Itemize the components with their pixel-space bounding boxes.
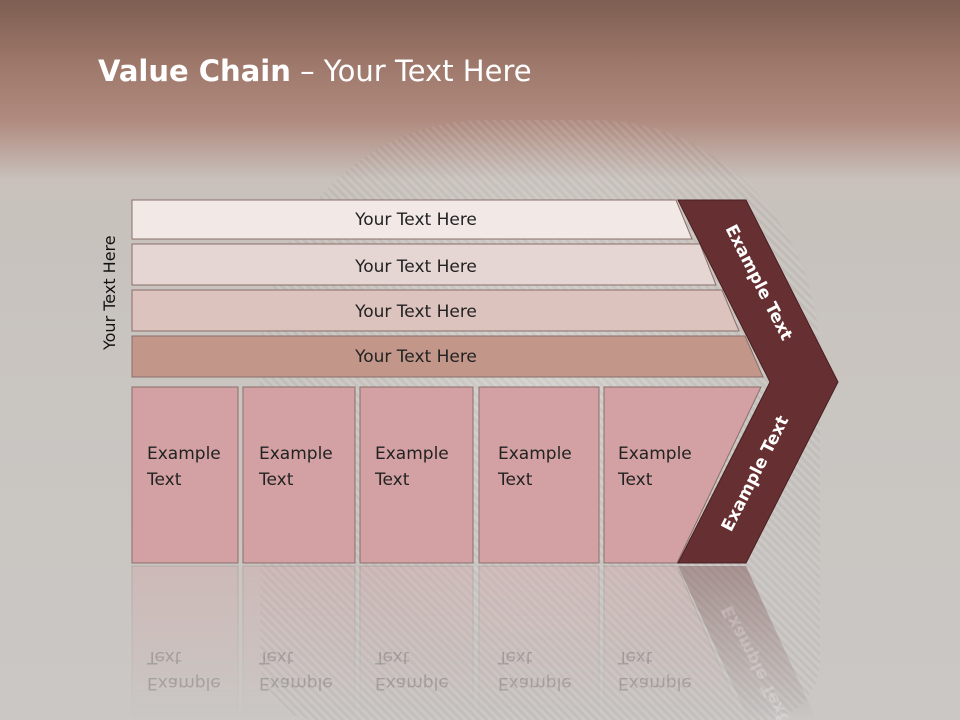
primary-column-1-line2: Text xyxy=(146,470,182,490)
svg-text:Text: Text xyxy=(146,647,182,667)
support-row-3 xyxy=(131,289,740,332)
support-row-1 xyxy=(131,199,693,240)
primary-column-3-line2: Text xyxy=(374,470,410,490)
svg-text:Text: Text xyxy=(258,647,294,667)
primary-column-4-line1: Example xyxy=(498,444,572,464)
svg-text:Text: Text xyxy=(374,647,410,667)
title-bold: Value Chain xyxy=(98,54,291,88)
primary-column-2-line2: Text xyxy=(258,470,294,490)
support-row-2 xyxy=(131,243,717,286)
support-row-4-label: Your Text Here xyxy=(354,347,477,367)
primary-column-5-line1: Example xyxy=(618,444,692,464)
support-row-1-label: Your Text Here xyxy=(354,210,477,230)
svg-text:Text: Text xyxy=(617,647,653,667)
margin-chevron xyxy=(677,199,839,564)
primary-column-5 xyxy=(603,386,762,564)
primary-column-4 xyxy=(478,386,600,564)
primary-column-2 xyxy=(242,386,356,564)
primary-column-1-line1: Example xyxy=(147,444,221,464)
primary-column-4-line2: Text xyxy=(497,470,533,490)
svg-text:Text: Text xyxy=(497,647,533,667)
primary-column-3 xyxy=(359,386,474,564)
primary-column-3-line1: Example xyxy=(375,444,449,464)
svg-text:Example: Example xyxy=(618,673,692,693)
diagram-reflection xyxy=(131,565,815,717)
support-row-4 xyxy=(131,335,764,378)
primary-column-1 xyxy=(131,386,239,564)
primary-column-2-line1: Example xyxy=(259,444,333,464)
support-row-3-label: Your Text Here xyxy=(354,302,477,322)
support-row-2-label: Your Text Here xyxy=(354,257,477,277)
svg-text:Example: Example xyxy=(498,673,572,693)
svg-text:Example: Example xyxy=(259,673,333,693)
primary-column-5-line2: Text xyxy=(617,470,653,490)
svg-text:Example: Example xyxy=(147,673,221,693)
slide-title: Value Chain – Your Text Here xyxy=(98,54,532,88)
svg-text:Example: Example xyxy=(375,673,449,693)
title-rest: – Your Text Here xyxy=(290,54,532,88)
